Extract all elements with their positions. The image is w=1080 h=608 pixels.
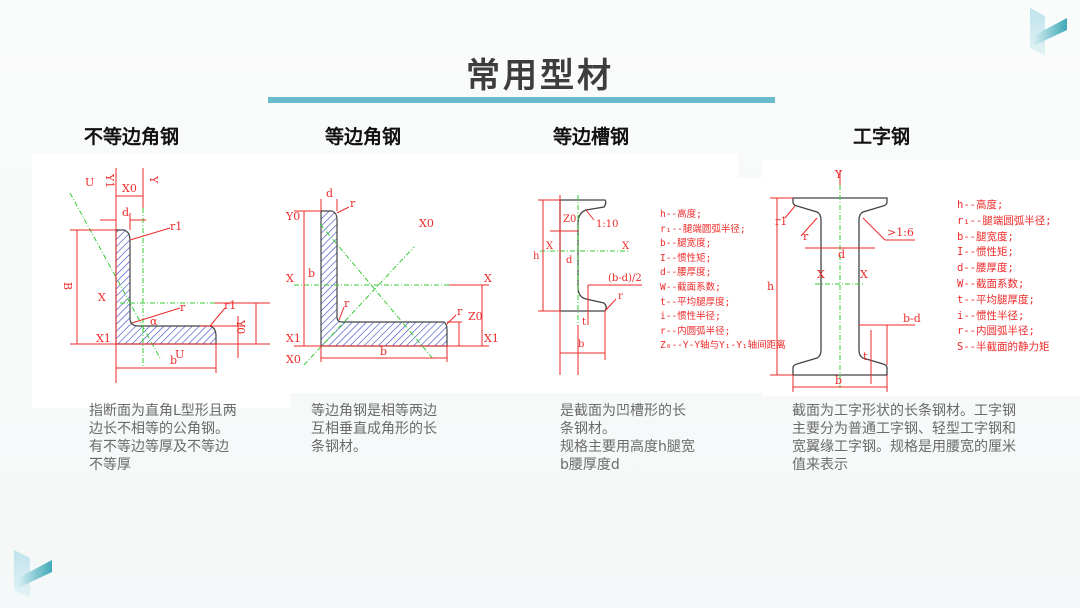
svg-text:t: t <box>582 317 586 328</box>
svg-text:X: X <box>484 272 492 285</box>
legend-item: r₁--腿端圆弧半径; <box>660 223 746 235</box>
heading-unequal-angle: 不等边角钢 <box>84 126 180 148</box>
i-beam-legend: h--高度; r₁--腿端圆弧半径; b--腿宽度; I--惯性矩; d--腰厚… <box>957 198 1052 356</box>
svg-text:d: d <box>838 248 845 261</box>
description-equal-angle: 等边角钢是相等两边 互相垂直成角形的长 条钢材。 <box>311 403 437 455</box>
page-title: 常用型材 <box>466 56 614 96</box>
legend-item: h--高度; <box>957 199 1004 211</box>
svg-text:d: d <box>566 255 573 266</box>
svg-text:r: r <box>350 197 356 210</box>
diagram-panel-unequal-angle <box>32 153 290 408</box>
svg-text:(b-d)/2: (b-d)/2 <box>608 273 642 284</box>
svg-text:b: b <box>170 354 177 367</box>
channel-diagram: Z0 1:10 d h X X (b-d)/2 b t r <box>533 195 642 375</box>
channel-legend: h--高度; r₁--腿端圆弧半径; b--腿宽度; I--惯性矩; d--腰厚… <box>660 208 786 354</box>
legend-item: S--半截面的静力矩 <box>957 341 1050 354</box>
legend-item: Z₀--Y-Y轴与Y₁-Y₁轴间距离 <box>660 340 786 352</box>
i-beam-diagram: Y r1 r >1:6 d X X h b-d t b <box>767 170 921 392</box>
svg-text:r1: r1 <box>170 220 182 233</box>
svg-text:d: d <box>122 206 129 219</box>
equal-angle-diagram: d r Y0 X0 X b X r r Z0 X1 X1 b X0 <box>285 187 499 365</box>
svg-text:Y1: Y1 <box>103 173 116 188</box>
svg-text:1:10: 1:10 <box>596 219 618 230</box>
svg-text:α: α <box>150 315 158 328</box>
svg-text:h: h <box>533 251 540 262</box>
legend-item: b--腿宽度; <box>660 238 712 250</box>
svg-text:b: b <box>835 374 842 387</box>
description-channel: 是截面为凹槽形的长 条钢材。 规格主要用高度h腿宽 b腰厚度d <box>560 403 695 473</box>
svg-text:X: X <box>98 291 106 304</box>
legend-item: i--惯性半径; <box>660 311 721 323</box>
title-underline <box>268 97 775 103</box>
legend-item: r--内圆弧半径; <box>957 325 1035 338</box>
svg-text:r: r <box>618 291 623 302</box>
svg-text:Y0: Y0 <box>234 319 247 334</box>
unequal-angle-diagram: Y1 Y X0 U d r1 B X r α X1 r1 Y0 b U <box>61 168 270 383</box>
diagram-panel-strip <box>288 153 738 178</box>
svg-text:X1: X1 <box>286 332 301 345</box>
svg-text:b-d: b-d <box>903 312 921 325</box>
heading-equal-angle: 等边角钢 <box>325 126 402 148</box>
svg-text:r: r <box>803 230 809 243</box>
legend-item: d--腰厚度; <box>660 267 712 279</box>
legend-item: i--惯性半径; <box>957 309 1025 322</box>
svg-text:b: b <box>380 345 387 358</box>
svg-text:X: X <box>622 241 630 252</box>
heading-i-beam: 工字钢 <box>853 126 911 148</box>
svg-text:U: U <box>85 176 94 189</box>
svg-text:B: B <box>61 282 74 290</box>
diagram-panel-middle <box>270 178 770 393</box>
svg-text:b: b <box>308 267 315 280</box>
svg-text:Y0: Y0 <box>285 210 300 223</box>
svg-text:d: d <box>326 187 333 200</box>
svg-text:X: X <box>546 241 554 252</box>
svg-text:X: X <box>286 272 294 285</box>
legend-item: h--高度; <box>660 209 702 220</box>
svg-text:>1:6: >1:6 <box>887 226 914 239</box>
svg-text:r: r <box>180 301 186 314</box>
svg-text:t: t <box>863 350 868 363</box>
brand-logo-icon-top-right <box>1030 8 1067 56</box>
svg-text:X1: X1 <box>484 332 499 345</box>
heading-channel: 等边槽钢 <box>553 126 630 148</box>
svg-text:r1: r1 <box>224 299 236 312</box>
svg-text:Z0: Z0 <box>563 214 576 225</box>
svg-text:r: r <box>457 305 463 318</box>
svg-text:Z0: Z0 <box>468 310 483 323</box>
description-unequal-angle: 指断面为直角L型形且两 边长不相等的公角钢。 有不等边等厚及不等边 不等厚 <box>89 403 237 473</box>
svg-text:X: X <box>860 268 868 281</box>
diagram-panel-i-beam <box>762 160 1080 396</box>
svg-text:h: h <box>767 280 774 293</box>
legend-item: W--截面系数; <box>660 281 721 293</box>
legend-item: r₁--腿端圆弧半径; <box>957 214 1052 227</box>
svg-text:b: b <box>578 339 584 350</box>
svg-text:X0: X0 <box>419 217 434 230</box>
svg-text:X0: X0 <box>286 353 301 365</box>
legend-item: I--惯性矩; <box>660 252 712 264</box>
legend-item: I--惯性矩; <box>957 246 1014 259</box>
brand-logo-icon-bottom-left <box>14 550 52 598</box>
svg-text:r1: r1 <box>775 215 787 228</box>
svg-text:r: r <box>344 297 350 310</box>
legend-item: b--腿宽度; <box>957 230 1014 243</box>
svg-text:X1: X1 <box>96 332 111 345</box>
legend-item: d--腰厚度; <box>957 262 1014 275</box>
legend-item: t--平均腿厚度; <box>660 296 731 308</box>
svg-text:U: U <box>175 348 184 361</box>
svg-text:Y: Y <box>834 170 843 181</box>
legend-item: r--内圆弧半径; <box>660 325 731 337</box>
svg-text:Y: Y <box>147 175 160 184</box>
legend-item: W--截面系数; <box>957 277 1025 290</box>
svg-text:X: X <box>817 268 825 281</box>
legend-item: t--平均腿厚度; <box>957 293 1035 306</box>
description-i-beam: 截面为工字形状的长条钢材。工字钢 主要分为普通工字钢、轻型工字钢和 宽翼缘工字钢… <box>792 403 1016 473</box>
svg-text:X0: X0 <box>122 182 137 195</box>
